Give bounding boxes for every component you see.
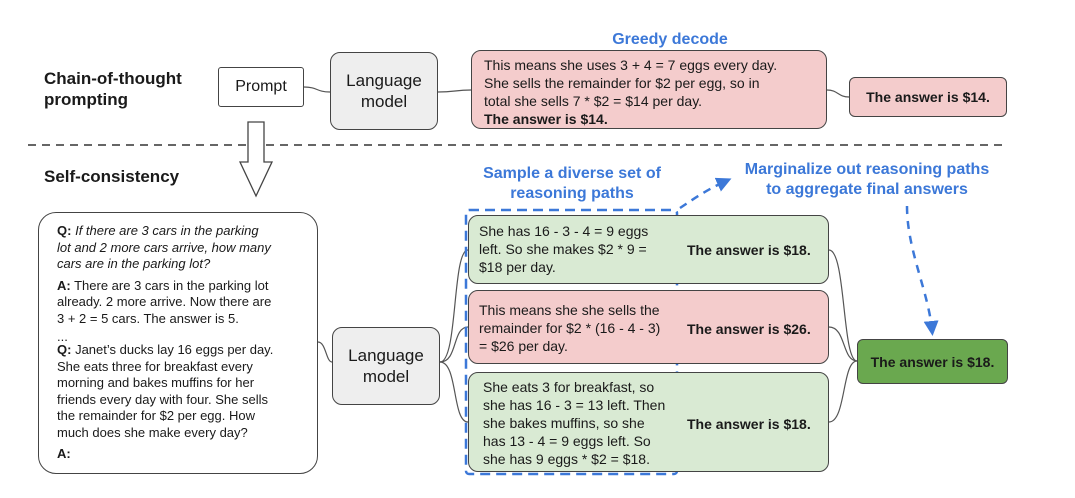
cot-title-line-1: Chain-of-thought bbox=[44, 69, 182, 88]
greedy-answer: The answer is $14. bbox=[484, 111, 608, 127]
target-question: Q: Janet’s ducks lay 16 eggs per day. Sh… bbox=[57, 342, 274, 440]
lm-top-line-1: Language bbox=[346, 71, 422, 90]
blue-arrow-to-marginalize bbox=[679, 177, 732, 210]
connector-lm-to-greedy bbox=[437, 89, 472, 93]
path-1-text: She has 16 - 3 - 4 = 9 eggs left. So she… bbox=[479, 223, 649, 275]
example-question: Q: If there are 3 cars in the parking lo… bbox=[57, 223, 271, 271]
connector-path-3-to-final bbox=[828, 360, 858, 423]
path-3-text: She eats 3 for breakfast, so she has 16 … bbox=[483, 379, 666, 467]
self-consistency-final-answer: The answer is $18. bbox=[870, 353, 995, 370]
lm-bottom-line-2: model bbox=[362, 367, 410, 386]
reasoning-path-1: She has 16 - 3 - 4 = 9 eggs left. So she… bbox=[468, 215, 829, 284]
sample-paths-label: Sample a diverse set of reasoning paths bbox=[483, 165, 661, 202]
connector-lm-to-path-2 bbox=[439, 326, 469, 363]
few-shot-prompt-box: Q: If there are 3 cars in the parking lo… bbox=[38, 212, 318, 474]
greedy-decode-label: Greedy decode bbox=[612, 31, 728, 48]
blue-arrow-to-final-answer bbox=[905, 205, 939, 336]
connector-prompt-to-lm bbox=[303, 86, 331, 93]
cot-title-line-2: prompting bbox=[44, 90, 129, 109]
down-arrow-icon bbox=[238, 121, 274, 198]
cot-section-title: Chain-of-thought prompting bbox=[44, 68, 182, 110]
reasoning-path-2: This means she she sells the remainder f… bbox=[468, 290, 829, 364]
connector-path-1-to-final bbox=[828, 249, 858, 362]
connector-prompt-to-lm-bottom bbox=[317, 341, 333, 363]
connector-lm-to-path-3 bbox=[439, 361, 469, 423]
cot-final-answer-box: The answer is $14. bbox=[849, 77, 1007, 117]
lm-top-line-2: model bbox=[360, 92, 408, 111]
lm-bottom-line-1: Language bbox=[348, 346, 424, 365]
greedy-line: She sells the remainder for $2 per egg, … bbox=[484, 75, 760, 91]
self-consistency-final-answer-box: The answer is $18. bbox=[857, 339, 1008, 384]
greedy-line: This means she uses 3 + 4 = 7 eggs every… bbox=[484, 57, 778, 73]
path-2-text: This means she she sells the remainder f… bbox=[479, 302, 661, 354]
example-answer: A: There are 3 cars in the parking lot a… bbox=[57, 277, 272, 326]
connector-path-2-to-final bbox=[828, 326, 858, 362]
prompt-box: Prompt bbox=[218, 67, 304, 107]
greedy-line: total she sells 7 * $2 = $14 per day. bbox=[484, 93, 703, 109]
path-1-answer: The answer is $18. bbox=[687, 242, 811, 258]
language-model-box-top: Language model bbox=[330, 52, 438, 130]
language-model-box-bottom: Language model bbox=[332, 327, 440, 405]
marginalize-label: Marginalize out reasoning paths to aggre… bbox=[744, 161, 990, 198]
path-3-answer: The answer is $18. bbox=[687, 416, 811, 432]
connector-lm-to-path-1 bbox=[439, 249, 469, 363]
reasoning-path-3: She eats 3 for breakfast, so she has 16 … bbox=[468, 372, 829, 472]
path-2-answer: The answer is $26. bbox=[687, 321, 811, 337]
self-consistency-title: Self-consistency bbox=[44, 167, 180, 186]
target-answer-label: A: bbox=[57, 446, 71, 461]
greedy-decode-box: This means she uses 3 + 4 = 7 eggs every… bbox=[471, 50, 827, 129]
ellipsis: ... bbox=[57, 329, 68, 344]
cot-final-answer: The answer is $14. bbox=[866, 89, 990, 105]
prompt-label: Prompt bbox=[235, 78, 287, 95]
connector-greedy-to-answer bbox=[826, 89, 850, 98]
